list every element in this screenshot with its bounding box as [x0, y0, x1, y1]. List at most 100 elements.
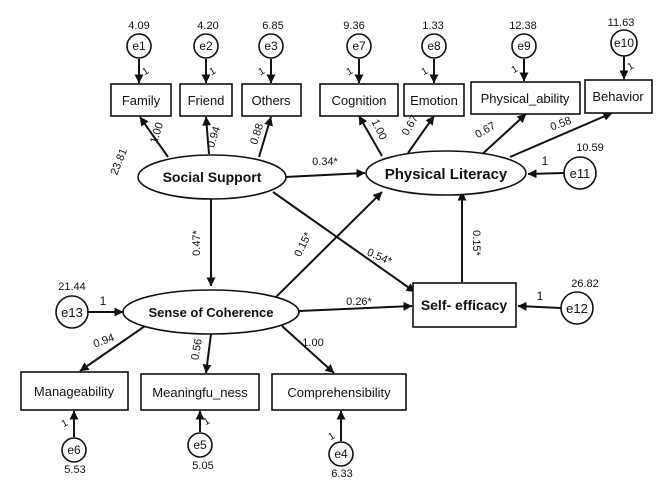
- cognition-label: Cognition: [332, 93, 387, 108]
- e13-path-label: 1: [100, 294, 107, 308]
- e13-circle: [55, 295, 89, 329]
- arrow-pl-physical-ability: [477, 113, 527, 159]
- e12-label: e12: [566, 301, 588, 316]
- e1-circle: [126, 33, 152, 59]
- loading-emotion: 0.67: [400, 113, 421, 138]
- e10-circle: [610, 29, 638, 57]
- e3-circle: [258, 33, 284, 59]
- e12-path-label: 1: [537, 289, 544, 303]
- e3-variance: 6.85: [262, 20, 283, 32]
- loading-meaningfulness: 0.56: [189, 338, 205, 361]
- friend-label: Friend: [188, 93, 225, 108]
- e5-path-label: 1: [202, 415, 213, 428]
- e10-variance: 11.63: [608, 17, 635, 29]
- e6-variance: 5.53: [64, 464, 85, 476]
- physical-literacy-label: Physical Literacy: [385, 166, 508, 183]
- social-support-label: Social Support: [163, 169, 262, 185]
- e9-circle: [511, 33, 537, 59]
- arrow-soc-manageability: [79, 325, 146, 372]
- arrow-ss-others: [258, 116, 273, 158]
- arrow-pl-behavior: [509, 112, 613, 158]
- emotion-box: [403, 83, 465, 117]
- e9-label: e9: [517, 39, 531, 53]
- e2-circle: [193, 33, 219, 59]
- physical-ability-box: [470, 81, 581, 115]
- e7-label: e7: [352, 39, 366, 53]
- e5-variance: 5.05: [192, 460, 213, 472]
- e9-variance: 12.38: [509, 20, 537, 32]
- arrow-pl-cognition: [358, 115, 383, 157]
- e13-variance: 21.44: [58, 281, 86, 293]
- e1-variance: 4.09: [128, 20, 149, 32]
- manageability-box: [20, 371, 129, 411]
- physical-literacy-ellipse: [365, 150, 527, 196]
- arrow-soc-comprehensibility: [281, 325, 335, 374]
- e8-circle: [421, 33, 447, 59]
- e7-circle: [346, 33, 372, 59]
- behavior-box: [584, 79, 653, 114]
- e6-circle: [61, 437, 87, 463]
- meaningfulness-box: [140, 373, 260, 411]
- others-label: Others: [251, 93, 291, 108]
- emotion-label: Emotion: [410, 93, 458, 108]
- family-box: [110, 83, 172, 117]
- e8-label: e8: [427, 39, 441, 53]
- behavior-label: Behavior: [592, 89, 644, 104]
- social-support-ellipse: [137, 154, 287, 200]
- e4-variance: 6.33: [331, 468, 352, 480]
- e10-path-label: 1: [626, 60, 637, 73]
- sense-of-coherence-ellipse: [122, 289, 300, 335]
- arrow-soc-se: [298, 301, 413, 312]
- e10-label: e10: [614, 36, 634, 50]
- e1-path-label: 1: [141, 65, 152, 78]
- arrow-ss-se: [272, 191, 416, 293]
- e7-path-label: 1: [345, 65, 356, 78]
- e4-path-label: 1: [327, 430, 338, 443]
- e3-label: e3: [264, 39, 278, 53]
- e11-circle: [563, 156, 597, 190]
- e2-variance: 4.20: [197, 20, 218, 32]
- e12-circle: [560, 291, 594, 325]
- e6-path-label: 1: [60, 417, 71, 430]
- arrow-e11-pl: [527, 169, 565, 179]
- sense-of-coherence-label: Sense of Coherence: [149, 305, 274, 320]
- e5-circle: [187, 432, 213, 458]
- e4-label: e4: [334, 447, 348, 461]
- e1-label: e1: [132, 39, 146, 53]
- e4-circle: [328, 441, 354, 467]
- e9-path-label: 1: [510, 63, 521, 76]
- arrow-e12-se: [517, 301, 562, 311]
- self-efficacy-box: [412, 282, 517, 328]
- physical-ability-label: Physical_ability: [481, 91, 570, 106]
- arrow-ss-family: [139, 116, 169, 158]
- arrow-soc-pl: [274, 191, 383, 299]
- e8-variance: 1.33: [422, 20, 443, 32]
- social-support-variance: 23.81: [108, 147, 129, 177]
- e7-variance: 9.36: [343, 20, 364, 32]
- e11-path-label: 1: [542, 154, 549, 168]
- path-soc-pl: 0.15*: [292, 230, 314, 259]
- loading-family: 1.00: [148, 121, 166, 145]
- e5-label: e5: [193, 438, 207, 452]
- arrows: [69, 56, 629, 441]
- path-ss-pl: 0.34*: [312, 156, 338, 168]
- e12-variance: 26.82: [571, 278, 599, 290]
- loading-physical-ability: 0.67: [473, 120, 498, 141]
- e6-label: e6: [67, 443, 81, 457]
- loading-comprehensibility: 1.00: [302, 337, 323, 349]
- path-soc-se: 0.26*: [346, 296, 372, 308]
- family-label: Family: [122, 93, 161, 108]
- e13-label: e13: [61, 305, 83, 320]
- path-ss-soc: 0.47*: [191, 229, 203, 255]
- e8-path-label: 1: [420, 65, 431, 78]
- others-box: [241, 83, 302, 117]
- e11-variance: 10.59: [576, 142, 604, 154]
- path-se-pl: 0.15*: [470, 230, 482, 256]
- meaningfulness-label: Meaningfu_ness: [152, 385, 248, 400]
- comprehensibility-label: Comprehensibility: [287, 385, 391, 400]
- e2-label: e2: [199, 39, 213, 53]
- e2-path-label: 1: [208, 65, 219, 78]
- arrow-pl-emotion: [407, 115, 435, 154]
- e11-label: e11: [570, 166, 591, 181]
